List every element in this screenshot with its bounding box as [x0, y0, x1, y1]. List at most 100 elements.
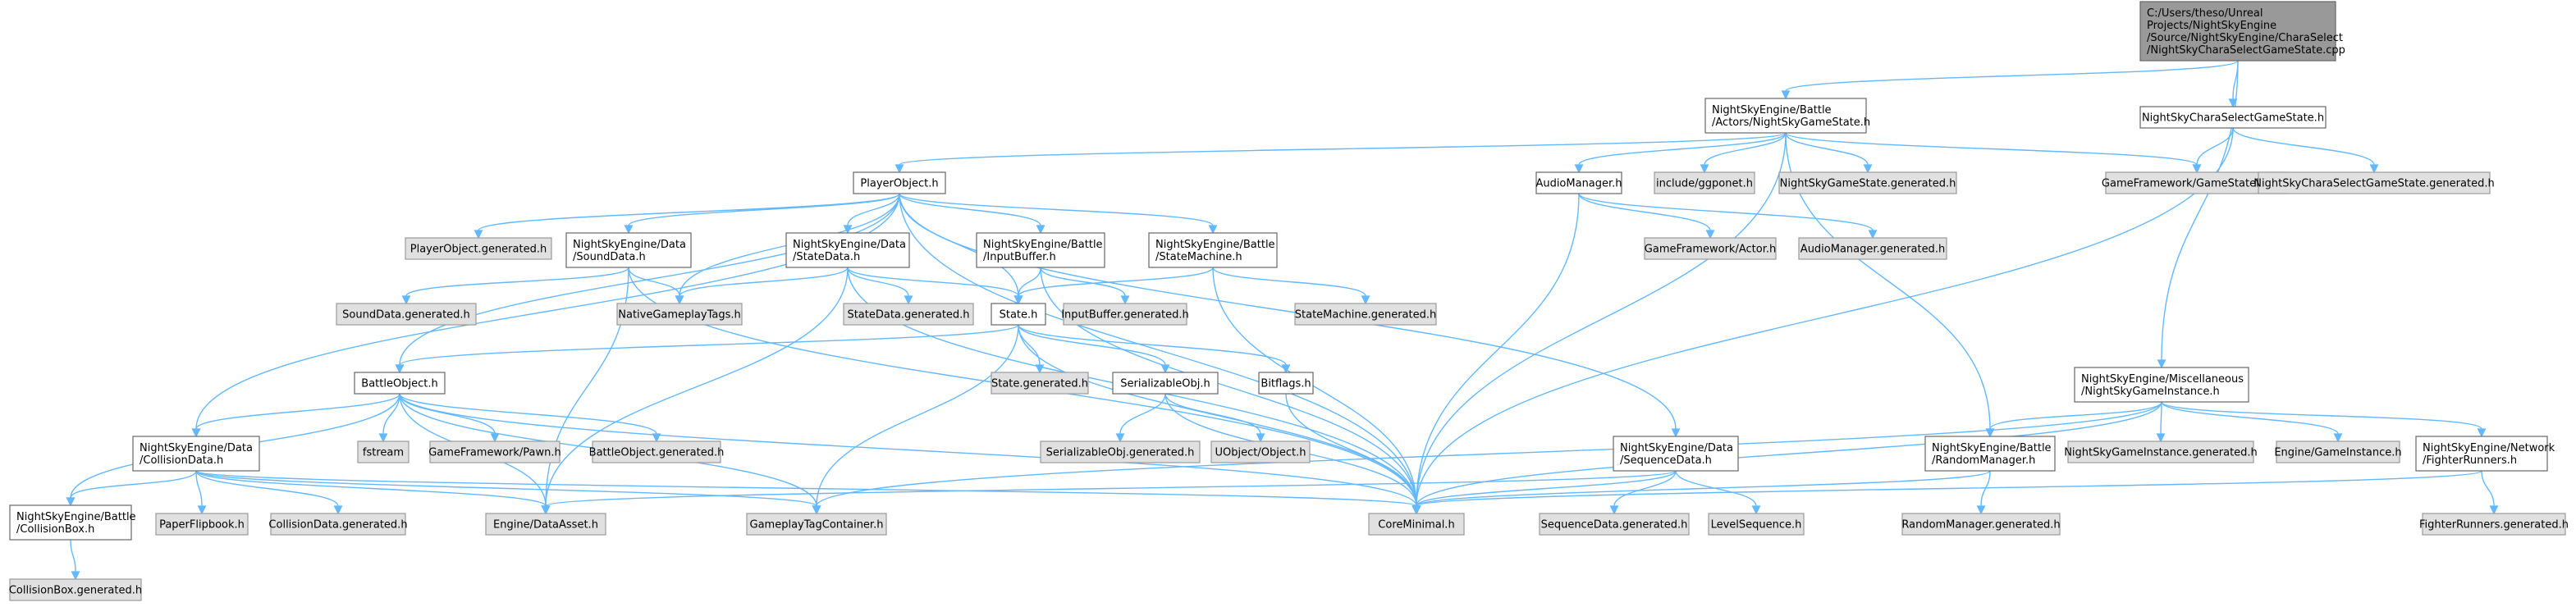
- node-nativetags[interactable]: NativeGameplayTags.h: [616, 303, 743, 326]
- node-levelsequence[interactable]: LevelSequence.h: [1708, 513, 1805, 536]
- node-collisionbox_gen[interactable]: CollisionBox.generated.h: [9, 578, 142, 601]
- edge-collisiondata-to-dataasset: [195, 470, 551, 515]
- node-label: PlayerObject.h: [860, 178, 938, 190]
- node-collisiondata_gen[interactable]: CollisionData.generated.h: [268, 513, 408, 536]
- edge-gamestate-to-playerobject: [895, 132, 1787, 174]
- edge-playerobject-to-statedata: [843, 193, 900, 235]
- node-statemachine_gen[interactable]: StateMachine.generated.h: [1294, 303, 1437, 326]
- node-box: [976, 232, 1105, 268]
- node-box: [1654, 171, 1755, 194]
- node-randommanager_gen[interactable]: RandomManager.generated.h: [1901, 513, 2061, 536]
- node-inputbuffer[interactable]: NightSkyEngine/Battle/InputBuffer.h: [976, 232, 1105, 268]
- node-label: CollisionData.generated.h: [268, 519, 407, 532]
- node-box: [1901, 513, 2061, 536]
- node-label: Engine/DataAsset.h: [493, 519, 598, 532]
- node-charaselect_gen[interactable]: NightSkyCharaSelectGameState.generated.h: [2253, 171, 2495, 194]
- edge-battleobject-to-battleobject_gen: [399, 393, 661, 443]
- node-audiomanager[interactable]: AudioManager.h: [1535, 171, 1622, 194]
- node-paperflipbook[interactable]: PaperFlipbook.h: [155, 513, 249, 536]
- node-pawn[interactable]: GameFramework/Pawn.h: [428, 440, 561, 463]
- node-label: NightSkyEngine/Data: [793, 239, 906, 251]
- node-box: [2074, 367, 2249, 403]
- edge-statedata-to-state: [847, 267, 1023, 305]
- node-sounddata[interactable]: NightSkyEngine/Data/SoundData.h: [565, 232, 692, 268]
- node-box: [843, 303, 974, 326]
- node-battleobject_gen[interactable]: BattleObject.generated.h: [589, 440, 725, 463]
- node-box: [785, 232, 910, 268]
- node-label: SoundData.generated.h: [342, 309, 470, 322]
- node-coreminimal[interactable]: CoreMinimal.h: [1368, 513, 1465, 536]
- node-label: GameFramework/Actor.h: [1645, 244, 1776, 256]
- node-dataasset[interactable]: Engine/DataAsset.h: [485, 513, 606, 536]
- node-box: [9, 504, 132, 541]
- node-box: [429, 440, 560, 463]
- node-label: /StateData.h: [793, 251, 860, 263]
- node-fighterrunners[interactable]: NightSkyEngine/Network/FighterRunners.h: [2415, 436, 2555, 472]
- node-label: Projects/NightSkyEngine: [2147, 20, 2276, 32]
- node-label: UObject/Object.h: [1215, 447, 1306, 459]
- edge-statemachine-to-statemachine_gen: [1212, 267, 1370, 305]
- node-fstream[interactable]: fstream: [357, 440, 410, 463]
- edge-root-to-gamestate: [1781, 60, 2239, 100]
- node-statemachine[interactable]: NightSkyEngine/Battle/StateMachine.h: [1148, 232, 1278, 268]
- node-bitflags[interactable]: Bitflags.h: [1258, 372, 1314, 395]
- node-box: [336, 303, 477, 326]
- node-state_gen[interactable]: State.generated.h: [991, 372, 1089, 395]
- node-box: [155, 513, 249, 536]
- node-audiomanager_gen[interactable]: AudioManager.generated.h: [1798, 237, 1947, 260]
- node-box: [1613, 436, 1739, 472]
- node-fighterrunners_gen[interactable]: FighterRunners.generated.h: [2419, 513, 2569, 536]
- edge-inputbuffer-to-inputbuffer_gen: [1040, 267, 1130, 305]
- node-serializable[interactable]: SerializableObj.h: [1112, 372, 1219, 395]
- node-box: [1535, 171, 1622, 194]
- node-label: include/ggponet.h: [1656, 178, 1753, 190]
- node-statedata[interactable]: NightSkyEngine/Data/StateData.h: [785, 232, 910, 268]
- node-gameinstance_gen[interactable]: NightSkyGameInstance.generated.h: [2064, 440, 2258, 463]
- edge-audiomanager-to-coreminimal: [1412, 193, 1580, 515]
- node-gameinstance[interactable]: NightSkyEngine/Miscellaneous/NightSkyGam…: [2074, 367, 2249, 403]
- node-charaselect[interactable]: NightSkyCharaSelectGameState.h: [2139, 106, 2327, 129]
- node-inputbuffer_gen[interactable]: InputBuffer.generated.h: [1061, 303, 1189, 326]
- node-playerobject_gen[interactable]: PlayerObject.generated.h: [405, 237, 552, 260]
- node-randommanager[interactable]: NightSkyEngine/Battle/RandomManager.h: [1924, 436, 2056, 472]
- node-label: NightSkyCharaSelectGameState.h: [2142, 112, 2324, 125]
- node-label: NightSkyEngine/Battle: [1932, 442, 2052, 454]
- node-ggponet[interactable]: include/ggponet.h: [1654, 171, 1755, 194]
- node-gamestate[interactable]: NightSkyEngine/Battle/Actors/NightSkyGam…: [1704, 98, 1870, 134]
- node-box: [2139, 106, 2327, 129]
- node-state[interactable]: State.h: [991, 303, 1046, 326]
- edge-playerobject-to-playerobject_gen: [474, 193, 900, 240]
- node-statedata_gen[interactable]: StateData.generated.h: [843, 303, 974, 326]
- node-box: [2067, 440, 2254, 463]
- node-uobject[interactable]: UObject/Object.h: [1210, 440, 1311, 463]
- node-sequencedata[interactable]: NightSkyEngine/Data/SequenceData.h: [1613, 436, 1739, 472]
- node-collisiondata[interactable]: NightSkyEngine/Data/CollisionData.h: [132, 436, 260, 472]
- node-sequencedata_gen[interactable]: SequenceData.generated.h: [1539, 513, 1690, 536]
- edge-state-to-gameplaytagcontainer: [812, 324, 1019, 515]
- node-label: CoreMinimal.h: [1378, 519, 1454, 532]
- node-label: NightSkyEngine/Miscellaneous: [2081, 373, 2244, 386]
- node-playerobject[interactable]: PlayerObject.h: [853, 171, 946, 194]
- node-gameplaytagcontainer[interactable]: GameplayTagContainer.h: [746, 513, 887, 536]
- edge-battleobject-to-collisiondata: [191, 393, 400, 438]
- node-label: PaperFlipbook.h: [159, 519, 245, 532]
- node-box: [1063, 303, 1187, 326]
- node-actor[interactable]: GameFramework/Actor.h: [1644, 237, 1777, 260]
- node-gamestatebase[interactable]: GameFramework/GameStateBase.h: [2102, 171, 2292, 194]
- node-label: NativeGameplayTags.h: [618, 309, 740, 322]
- node-box: [354, 372, 446, 395]
- node-battleobject[interactable]: BattleObject.h: [354, 372, 446, 395]
- node-sounddata_gen[interactable]: SoundData.generated.h: [336, 303, 477, 326]
- node-label: /Source/NightSkyEngine/CharaSelect: [2147, 32, 2343, 44]
- node-serializable_gen[interactable]: SerializableObj.generated.h: [1040, 440, 1201, 463]
- node-gamestate_gen[interactable]: NightSkyGameState.generated.h: [1778, 171, 1957, 194]
- node-label: C:/Users/theso/Unreal: [2147, 7, 2263, 20]
- node-collisionbox[interactable]: NightSkyEngine/Battle/CollisionBox.h: [9, 504, 136, 541]
- node-label: GameFramework/GameStateBase.h: [2102, 178, 2292, 190]
- node-engine_gi[interactable]: Engine/GameInstance.h: [2274, 440, 2402, 463]
- edge-playerobject-to-inputbuffer: [899, 193, 1045, 235]
- node-label: /RandomManager.h: [1932, 454, 2035, 467]
- edges-layer: [66, 60, 2499, 581]
- node-label: RandomManager.generated.h: [1901, 519, 2060, 532]
- node-label: /NightSkyGameInstance.h: [2081, 386, 2220, 398]
